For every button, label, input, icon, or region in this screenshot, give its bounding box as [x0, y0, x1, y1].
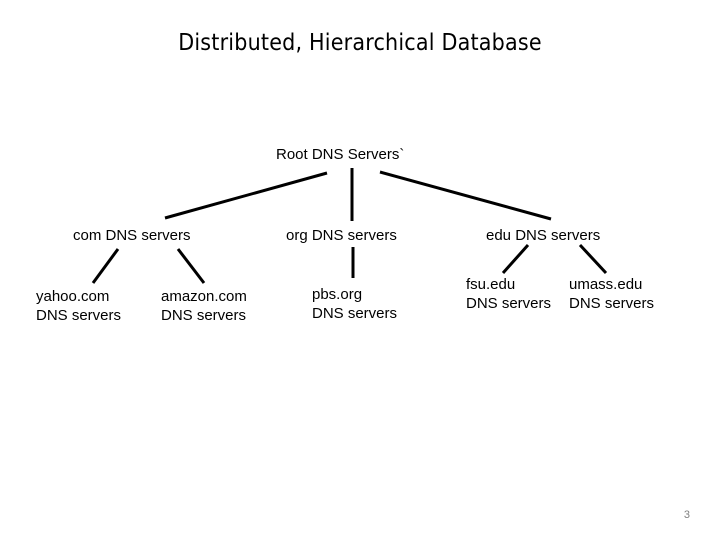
- node-umass-dns-servers: umass.edu DNS servers: [569, 275, 654, 313]
- node-org-dns-servers: org DNS servers: [286, 227, 397, 244]
- node-yahoo-line2: DNS servers: [36, 307, 122, 324]
- node-pbs-line1: pbs.org: [312, 286, 363, 303]
- page-title: Distributed, Hierarchical Database: [178, 30, 542, 56]
- node-pbs-line2: DNS servers: [312, 305, 398, 322]
- node-umass-line1: umass.edu: [569, 276, 643, 293]
- page-number: 3: [683, 509, 690, 521]
- node-amazon-line2: DNS servers: [161, 307, 247, 324]
- node-yahoo-line1: yahoo.com: [36, 288, 110, 305]
- edge-edu-umass: [578, 243, 608, 275]
- node-fsu-line2: DNS servers: [466, 295, 552, 312]
- edge-root-edu: [379, 170, 552, 221]
- node-edu-dns-servers: edu DNS servers: [486, 227, 601, 244]
- node-pbs-dns-servers: pbs.org DNS servers: [312, 285, 397, 323]
- edge-edu-fsu: [501, 244, 530, 274]
- node-amazon-line1: amazon.com: [161, 288, 247, 305]
- edge-com-yahoo: [91, 248, 120, 284]
- node-fsu-dns-servers: fsu.edu DNS servers: [466, 275, 551, 313]
- node-fsu-line1: fsu.edu: [466, 276, 516, 293]
- edge-root-com: [164, 171, 328, 220]
- node-com-dns-servers: com DNS servers: [73, 227, 191, 244]
- node-umass-line2: DNS servers: [569, 295, 655, 312]
- node-amazon-dns-servers: amazon.com DNS servers: [161, 287, 247, 325]
- node-yahoo-dns-servers: yahoo.com DNS servers: [36, 287, 121, 325]
- edge-com-amazon: [176, 248, 206, 284]
- node-root-dns-servers: Root DNS Servers`: [276, 146, 405, 163]
